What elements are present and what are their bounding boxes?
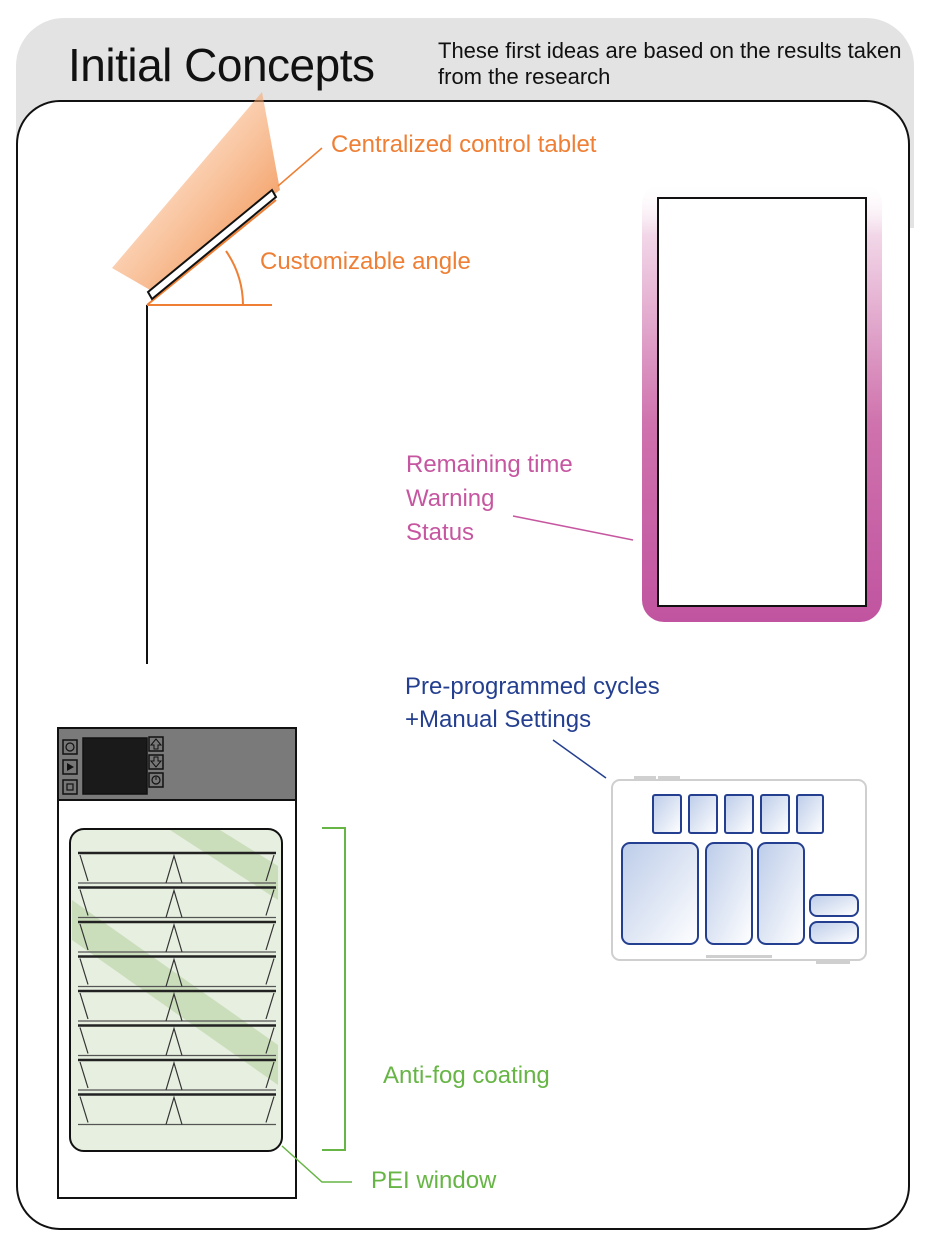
- tablet-light-glow: [112, 92, 280, 290]
- small-button-top: [809, 894, 859, 917]
- power-icon: [62, 739, 78, 755]
- display-leader-line: [512, 515, 634, 541]
- panel-nub-right: [658, 776, 680, 780]
- rack-shelf: [78, 886, 276, 919]
- rack-shelf: [78, 1058, 276, 1091]
- rack-shelf: [78, 1093, 276, 1126]
- rack-shelf: [78, 851, 276, 884]
- display-screen: [657, 197, 867, 607]
- manual-pad-middle: [705, 842, 753, 945]
- cycle-button-2: [688, 794, 718, 834]
- display-label-line-3: Status: [406, 519, 475, 546]
- rack-shelf: [78, 955, 276, 988]
- up-arrow-icon: [148, 736, 164, 752]
- panel-label-line-1: Pre-programmed cycles: [405, 673, 660, 700]
- rack-shelf: [78, 920, 276, 953]
- page-title: Initial Concepts: [68, 39, 375, 91]
- stop-icon: [62, 779, 78, 795]
- coating-label: Anti-fog coating: [383, 1062, 550, 1089]
- manual-pad-right: [757, 842, 805, 945]
- window-leader-line: [281, 1145, 352, 1183]
- small-button-bottom: [809, 921, 859, 944]
- rack-shelf: [78, 1024, 276, 1057]
- display-label-line-1: Remaining time: [406, 451, 573, 478]
- angle-arc: [225, 250, 244, 306]
- control-bar-screen: [82, 737, 148, 795]
- dish-racks: [78, 851, 276, 1126]
- page-subtitle: These first ideas are based on the resul…: [438, 38, 902, 89]
- cycle-button-4: [760, 794, 790, 834]
- cycle-button-1: [652, 794, 682, 834]
- cycle-button-5: [796, 794, 824, 834]
- panel-nub-left: [634, 776, 656, 780]
- display-label-line-2: Warning: [406, 485, 495, 512]
- cycle-button-3: [724, 794, 754, 834]
- panel-foot: [816, 960, 850, 964]
- cabinet-concept: [57, 727, 352, 1199]
- tablet-leader-line: [277, 147, 323, 187]
- timer-icon: [148, 772, 164, 788]
- angle-side: [146, 199, 277, 306]
- manual-pad-large: [621, 842, 699, 945]
- tablet-concept: [112, 92, 323, 664]
- angle-label: Customizable angle: [260, 248, 471, 275]
- down-arrow-icon: [148, 754, 164, 770]
- window-label: PEI window: [371, 1167, 497, 1194]
- display-concept: [512, 182, 882, 622]
- control-panel-concept: [552, 739, 867, 964]
- panel-leader-line: [552, 739, 607, 779]
- tablet-label: Centralized control tablet: [331, 131, 597, 158]
- coating-bracket: [322, 827, 346, 1151]
- play-icon: [62, 759, 78, 775]
- tablet-device: [146, 188, 278, 301]
- rack-shelf: [78, 989, 276, 1022]
- panel-label-line-2: +Manual Settings: [405, 706, 592, 733]
- panel-slot: [706, 955, 772, 958]
